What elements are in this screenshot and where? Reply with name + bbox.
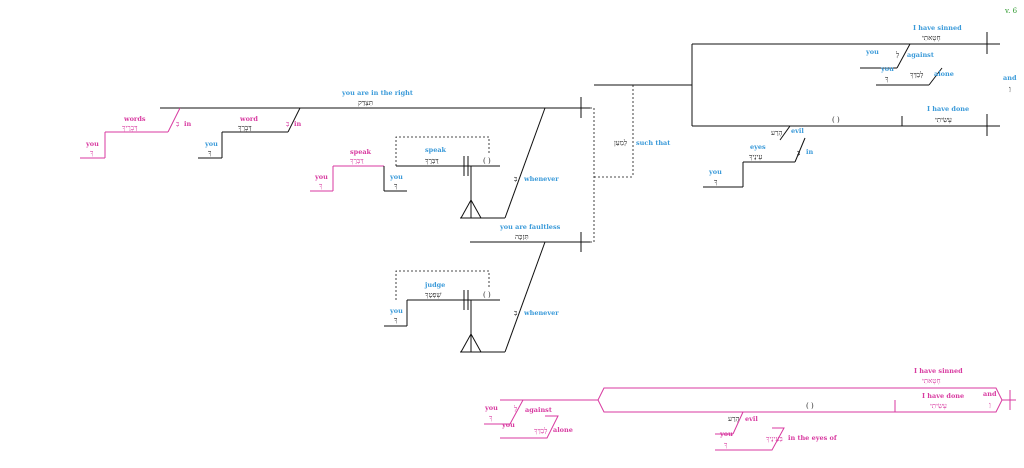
label-alt-you2-he: ךָ <box>489 414 492 422</box>
label-clause-right-you1: you <box>85 140 99 148</box>
label-clause-faultless-you-he: ךָ <box>394 316 397 324</box>
label-clause-right-whenever: whenever <box>523 175 559 183</box>
label-clause-sinned-you-he: לְ <box>895 51 899 59</box>
label-clause-right-paren: ( ) <box>483 157 491 165</box>
label-clause-faultless-you: you <box>389 307 403 315</box>
label-alt-eyes-en: in the eyes of <box>788 434 838 442</box>
label-clause-faultless-en: you are faultless <box>499 223 561 231</box>
label-clause-right-word-en: word <box>239 115 258 123</box>
label-clause-right-you1-he: ךָ <box>90 149 93 157</box>
label-clause-faultless-paren: ( ) <box>483 291 491 299</box>
label-clause-sinned-paren: ( ) <box>832 116 840 124</box>
label-clause-sinned-and-en: and <box>1003 74 1017 82</box>
label-clause-faultless-he: תִּזְכֶּה <box>515 233 529 241</box>
label-alt-and-he: וְ <box>989 401 991 409</box>
label-clause-right-you4-he: ךָ <box>394 182 397 190</box>
label-clause-sinned-eyes-he: עֵינֶיךָ <box>749 153 762 161</box>
label-clause-right-words-en: words <box>123 115 146 123</box>
label-clause-sinned-you3-he: ךָ <box>714 178 717 186</box>
label-clause-sinned-sinned-he: חָטָאתִי <box>922 34 941 42</box>
label-clause-right-speak-alt-en: speak <box>350 148 372 156</box>
right-verb-en: you are in the right <box>341 89 413 97</box>
label-clause-sinned-done-en: I have done <box>927 105 969 113</box>
label-clause-right-speak-he: דַּבְּרֶךָ <box>425 157 439 165</box>
label-clause-sinned-eyes-en: eyes <box>750 143 766 151</box>
label-such-that-en: such that <box>636 139 670 147</box>
label-clause-right-you3-he: ךָ <box>319 182 322 190</box>
label-such-that-he: לְמַעַן <box>614 139 627 147</box>
label-clause-right-in1-he: בְּ <box>176 120 180 128</box>
label-clause-faultless-whenever: whenever <box>523 309 559 317</box>
label-alt-alone-he: לְבַדְּךָ <box>534 427 547 435</box>
label-clause-sinned-and-he: וְ <box>1009 85 1011 93</box>
label-alt-you2-en: you <box>501 421 515 429</box>
clause-sinned-done: I have sinned חָטָאתִי I have done עָשִׂ… <box>691 24 1017 188</box>
label-clause-sinned-in: in <box>806 148 813 156</box>
right-verb-he: תִּצְדַּק <box>358 99 373 107</box>
label-clause-sinned-done-he: עָשִׂיתִי <box>935 116 952 124</box>
label-alt-you3-en: you <box>719 430 733 438</box>
label-alt-alone-en: alone <box>553 426 573 434</box>
label-alt-done-he: עָשִׂיתִי <box>930 402 947 410</box>
label-clause-right-word-he: דְּבָרְךָ <box>238 124 252 132</box>
label-clause-sinned-sinned-en: I have sinned <box>913 24 962 32</box>
label-clause-right-speak-en: speak <box>425 146 447 154</box>
label-clause-faultless-judge-en: judge <box>424 281 445 289</box>
label-alt-evil-en: evil <box>745 415 758 423</box>
label-clause-right-in2: in <box>294 120 301 128</box>
clause-right: you are in the right תִּצְדַּק in בְּ wo… <box>80 89 590 219</box>
label-clause-right-words-he: דְּבָרֶיךָ <box>122 124 138 132</box>
label-clause-sinned-evil-en: evil <box>791 127 804 135</box>
label-clause-faultless-judge-he: שָׁפְטֶךָ <box>425 291 441 299</box>
label-alt-you-en: you <box>484 404 498 412</box>
alternate-diagram: I have sinned חָטָאתִי I have done עָשִׂ… <box>484 367 1016 451</box>
label-alt-and-en: and <box>983 390 997 398</box>
label-clause-sinned-evil-he: הָרַע <box>771 129 782 137</box>
label-clause-sinned-alone-en: alone <box>934 70 954 78</box>
label-alt-you-he: לְ <box>513 405 517 413</box>
label-clause-faultless-whenever-he: בְּ <box>514 309 518 317</box>
label-clause-right-you3: you <box>314 173 328 181</box>
label-clause-right-you2: you <box>204 140 218 148</box>
label-clause-sinned-you2-en: you <box>880 65 894 73</box>
label-alt-you3-he: ךָ <box>724 441 727 449</box>
verse-number: v. 6 <box>1004 7 1018 15</box>
label-clause-sinned-alone-he: לְבַדְּךָ <box>910 71 923 79</box>
label-clause-right-whenever-he: בְּ <box>514 175 518 183</box>
label-alt-against: against <box>525 406 552 414</box>
label-alt-done-en: I have done <box>922 392 964 400</box>
label-clause-right-speak-alt-he: דַּבְּרֶךָ <box>350 157 364 165</box>
label-clause-sinned-against: against <box>907 51 934 59</box>
label-clause-right-you2-he: ךָ <box>208 149 211 157</box>
label-clause-sinned-you2-he: ךָ <box>885 75 888 83</box>
label-clause-sinned-you3: you <box>708 168 722 176</box>
such-that-connector: לְמַעַן such that <box>590 84 692 243</box>
label-clause-right-in2-he: בְּ <box>286 120 290 128</box>
label-alt-evil-he: הָרַע <box>728 415 739 423</box>
label-alt-sinned-he: חָטָאתִי <box>922 377 941 385</box>
label-clause-right-in1: in <box>184 120 191 128</box>
clause-faultless: you are faultless תִּזְכֶּה whenever בְּ… <box>384 223 590 353</box>
label-clause-sinned-in-he: בְּ <box>797 149 801 157</box>
label-alt-paren: ( ) <box>806 402 814 410</box>
label-clause-right-you4: you <box>389 173 403 181</box>
label-alt-sinned-en: I have sinned <box>914 367 963 375</box>
label-alt-eyes-he: בְּעֵינֶיךָ <box>766 435 783 443</box>
label-clause-sinned-you-en: you <box>865 48 879 56</box>
